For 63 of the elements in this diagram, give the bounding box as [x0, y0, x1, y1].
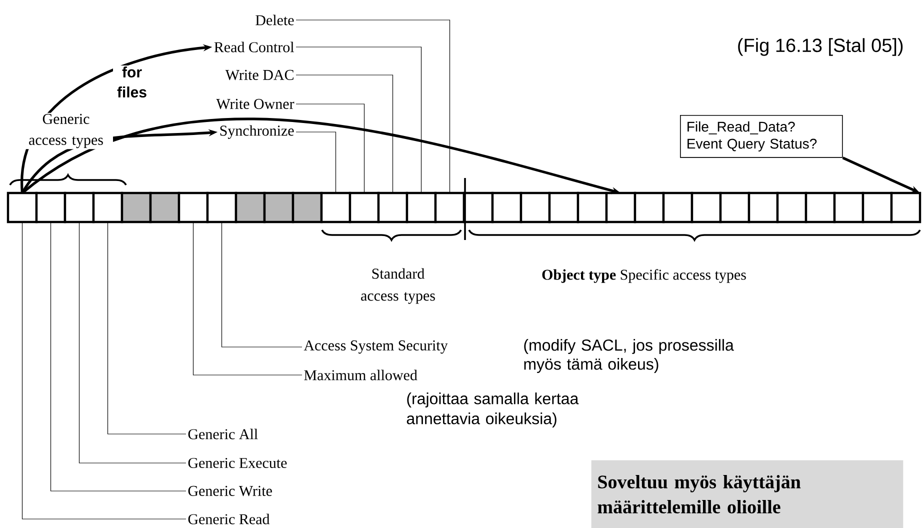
note-box: Soveltuu myös käyttäjän määrittelemille olioille — [591, 460, 904, 528]
leader-line — [296, 132, 336, 194]
leader-line — [221, 222, 302, 348]
bit-cell — [377, 192, 408, 224]
group-label: Standard access types — [361, 268, 435, 304]
leader-line — [296, 74, 394, 194]
leader-line — [22, 222, 186, 520]
bit-cell — [292, 192, 323, 224]
bit-cell — [320, 192, 352, 224]
label-text: Maximum allowed — [304, 370, 418, 380]
label-text: Write DAC — [225, 70, 294, 80]
leader-line — [50, 222, 186, 492]
bit-cell — [662, 192, 694, 224]
bit-cell — [890, 192, 922, 224]
bit-cell — [804, 192, 836, 224]
bit-cell — [862, 192, 893, 224]
bit-cell — [605, 192, 636, 224]
leader-line — [296, 104, 365, 194]
annotation-text: (rajoittaa samalla kertaa annettavia oikeuksia) — [406, 392, 579, 428]
bit-cell — [748, 192, 779, 224]
annotation-text: (modify SACL, jos prosessilla myös tämä oikeus) — [524, 339, 734, 373]
leader-line — [78, 222, 186, 464]
bit-cell — [35, 192, 66, 224]
label-text: Delete — [256, 14, 294, 26]
group-label: Object type Specific access types — [542, 269, 746, 283]
leader-line — [296, 20, 450, 194]
leader-line — [192, 222, 302, 376]
bit-cell — [434, 192, 466, 224]
bit-cell — [178, 192, 209, 224]
bit-cell — [576, 192, 608, 224]
bit-cell — [149, 192, 180, 224]
bit-cell — [64, 192, 95, 224]
bit-cell — [120, 192, 152, 224]
bit-cell — [206, 192, 238, 224]
bit-cell — [263, 192, 294, 224]
group-label: Generic access types — [19, 112, 113, 150]
label-text: Synchronize — [220, 125, 294, 139]
bit-cell — [491, 192, 522, 224]
bit-cell — [776, 192, 808, 224]
bit-cell — [462, 192, 494, 224]
label-text: Generic Write — [188, 486, 272, 496]
bit-cell — [348, 192, 380, 224]
bit-cell — [833, 192, 864, 224]
label-text: Generic Read — [188, 514, 270, 524]
label-text: Read Control — [214, 42, 294, 52]
label-text: Write Owner — [216, 98, 294, 110]
bit-cell — [234, 192, 266, 224]
bit-cell — [719, 192, 750, 224]
leader-line — [107, 222, 186, 434]
note-box: File_Read_Data? Event Query Status? — [680, 115, 843, 158]
annotation-text: for files — [113, 66, 151, 98]
bit-cell — [406, 192, 437, 224]
label-text: Generic All — [188, 428, 258, 440]
bit-cell — [548, 192, 580, 224]
label-text: Access System Security — [304, 340, 448, 354]
label-text: Generic Execute — [188, 458, 287, 468]
bit-cell — [520, 192, 551, 224]
bit-cell — [92, 192, 124, 224]
bit-cell — [690, 192, 722, 224]
caption-text: (Fig 16.13 [Stal 05]) — [738, 38, 903, 56]
bit-cell — [634, 192, 665, 224]
leader-line — [296, 46, 422, 194]
bit-cell — [6, 192, 38, 224]
